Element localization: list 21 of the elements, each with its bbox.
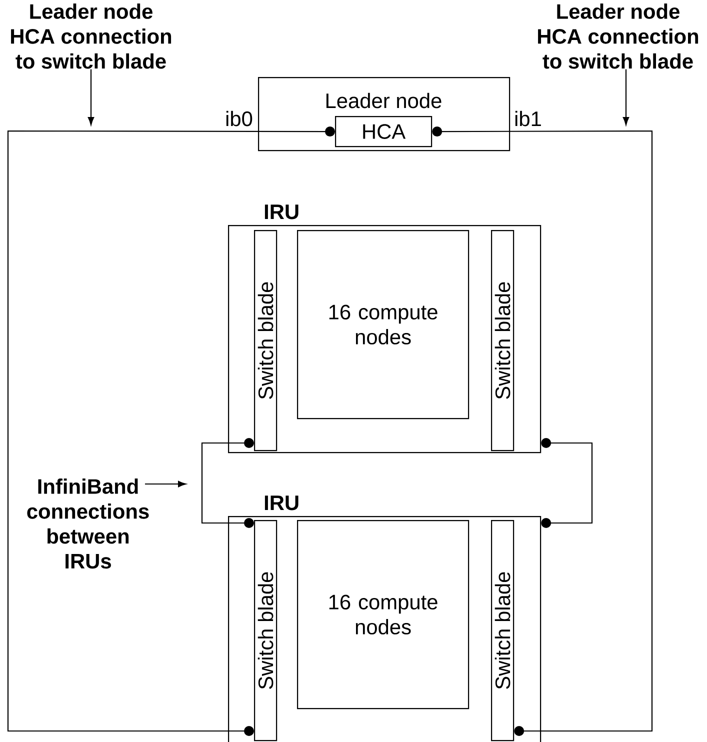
arrow bbox=[145, 480, 186, 488]
connection-line bbox=[432, 126, 653, 736]
edge-label: ib0 bbox=[224, 110, 254, 128]
node-label: IRU bbox=[264, 496, 298, 510]
callout-text: InfiniBand connections between IRUs bbox=[27, 478, 149, 569]
switch-blade-box: Switch blade bbox=[491, 520, 514, 742]
connection-line bbox=[201, 438, 254, 528]
compute-nodes-box: 16 compute nodes bbox=[297, 520, 470, 710]
arrow bbox=[88, 69, 94, 126]
connection-line bbox=[541, 438, 593, 528]
connection-line bbox=[7, 126, 335, 736]
callout-text: Leader node HCA connection to switch blade bbox=[11, 4, 172, 69]
callout-text: Leader node HCA connection to switch blade bbox=[538, 4, 698, 69]
switch-blade-box: Switch blade bbox=[254, 230, 278, 452]
arrow bbox=[622, 69, 630, 126]
hca-box: HCA bbox=[335, 116, 432, 148]
switch-blade-box: Switch blade bbox=[491, 230, 514, 452]
compute-nodes-box: 16 compute nodes bbox=[297, 230, 470, 420]
switch-blade-box: Switch blade bbox=[254, 520, 278, 742]
node-label: IRU bbox=[264, 204, 298, 220]
edge-label: ib1 bbox=[513, 110, 543, 128]
